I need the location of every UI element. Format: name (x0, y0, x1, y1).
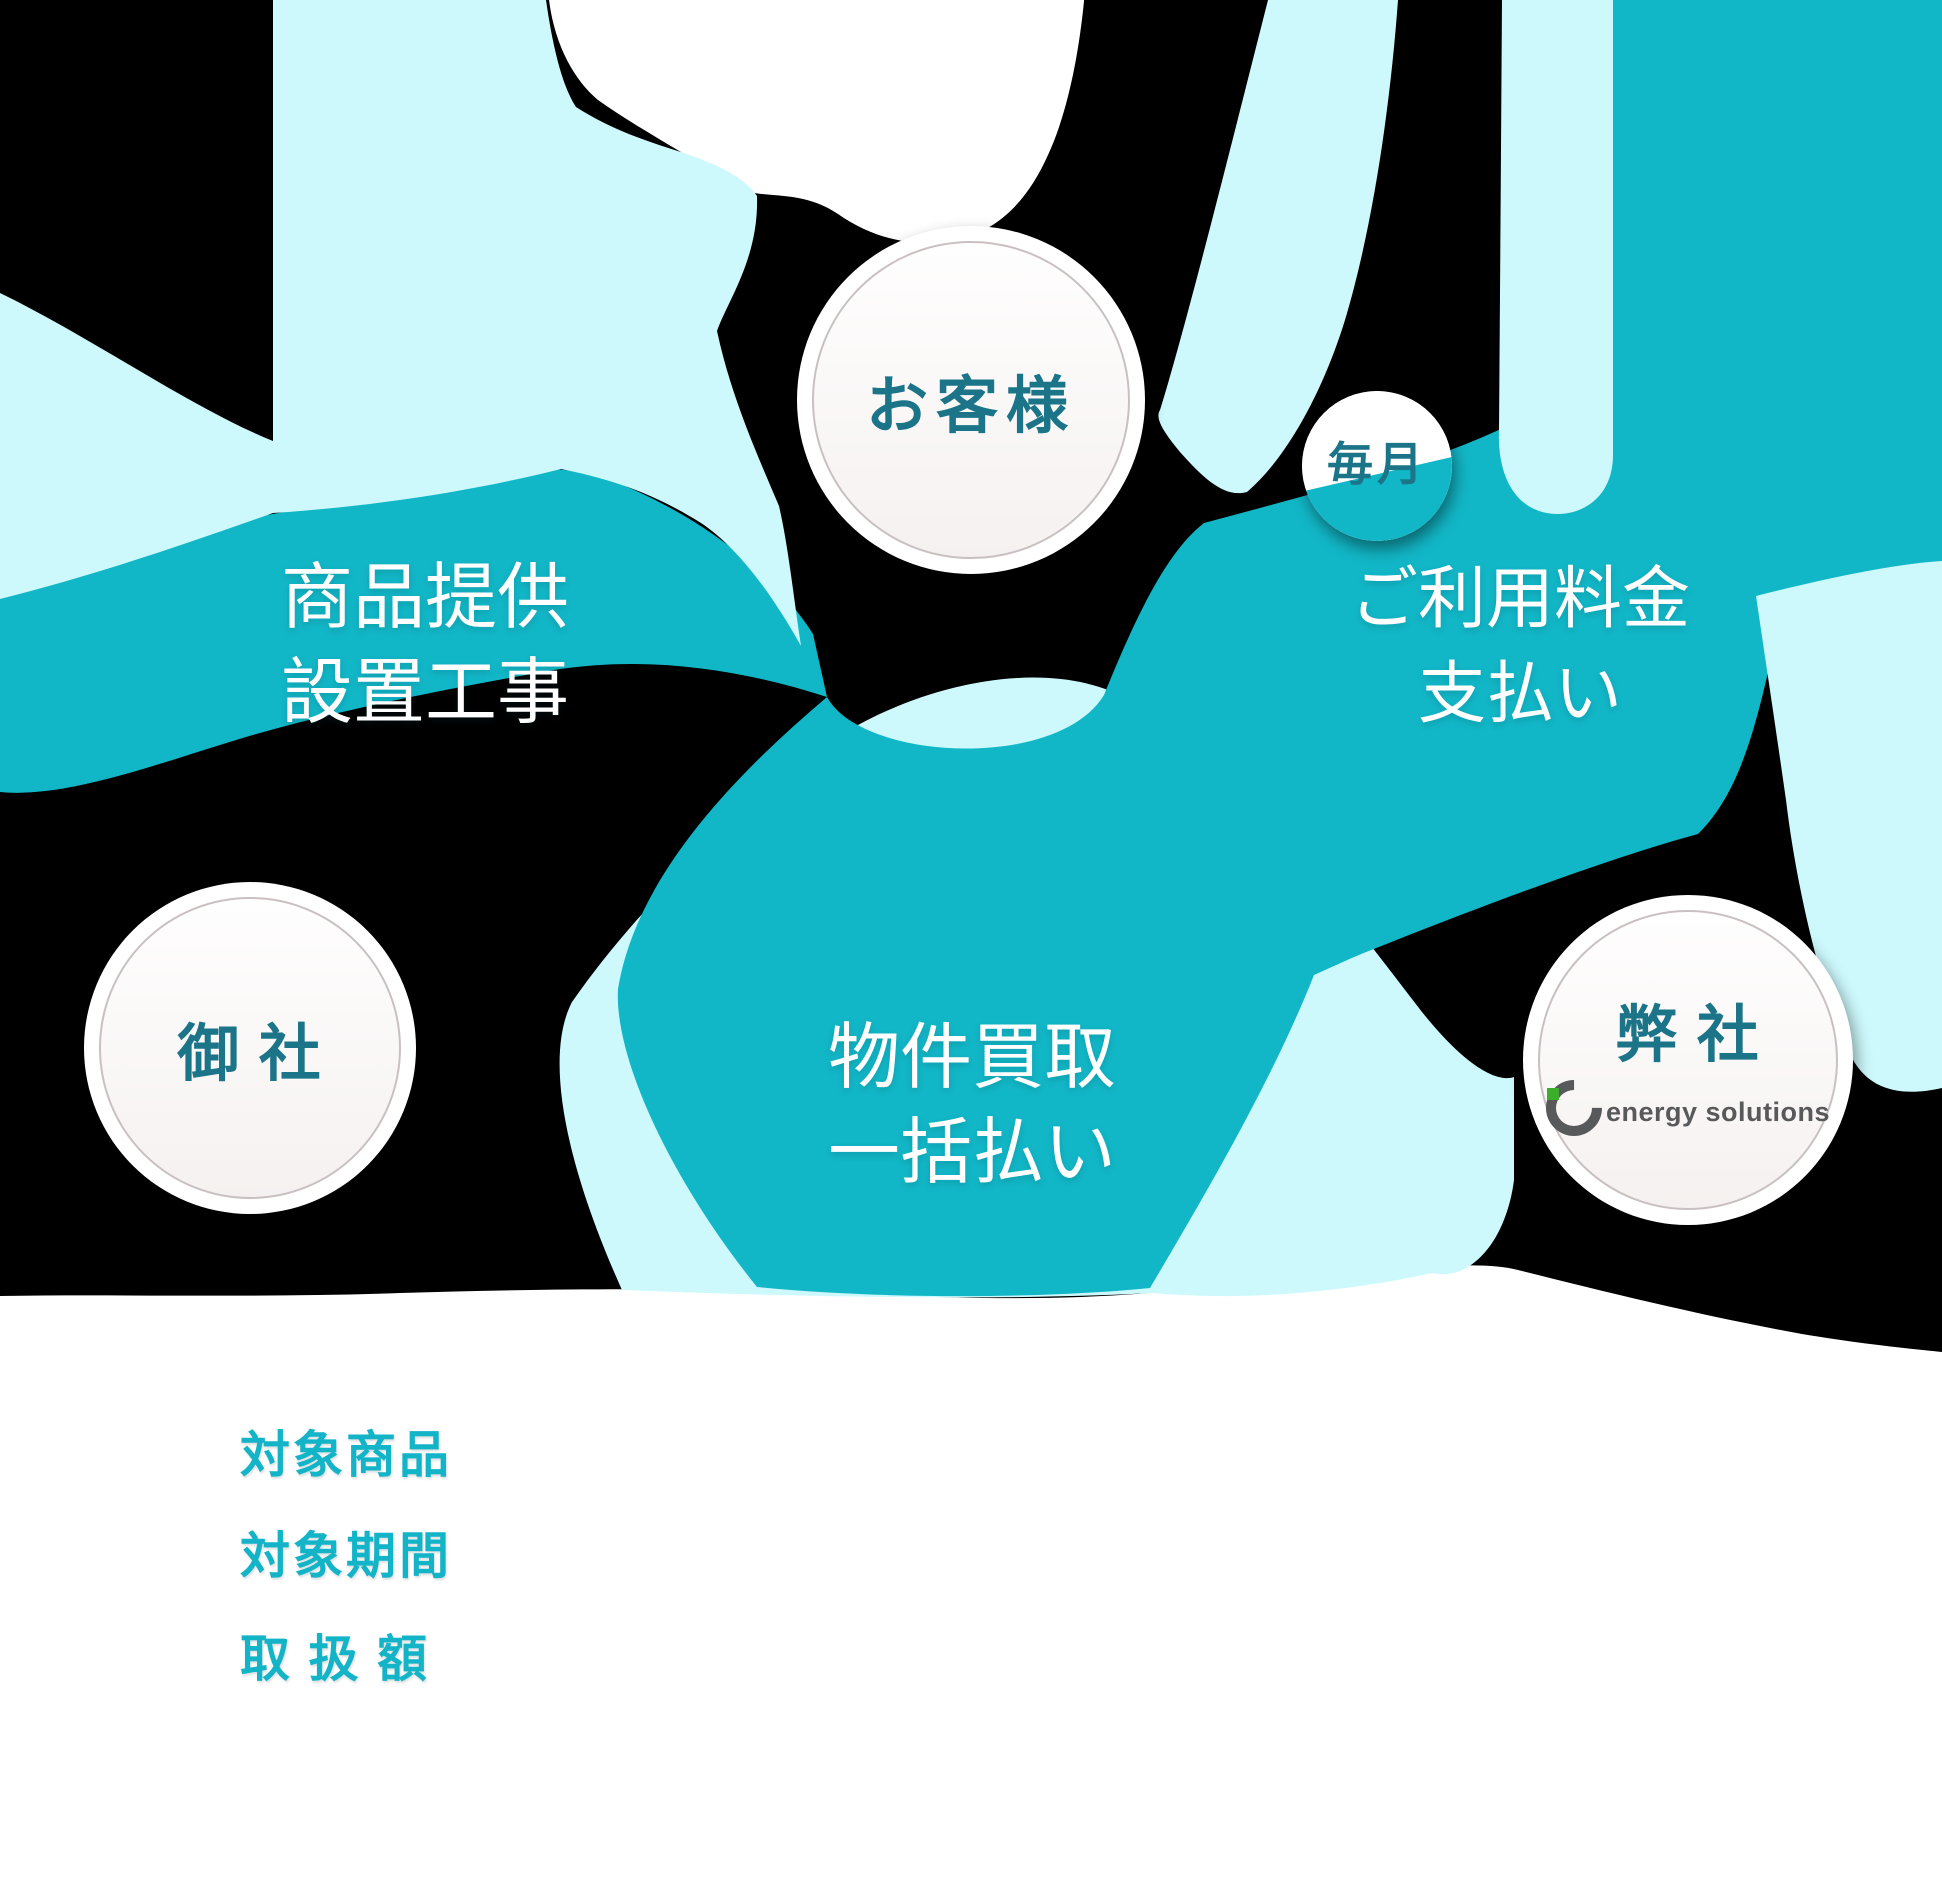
energy-solutions-logo: energy solutions (1534, 1068, 1831, 1148)
company-node-inner-ring: 弊 社 energy solutions (1534, 910, 1838, 1210)
client-node-inner-ring: 御 社 (99, 897, 401, 1199)
client-node-label: 御 社 (177, 1021, 323, 1089)
flow-label-purchase-line2: 一括払い (827, 1113, 1117, 1193)
flow-label-provide: 商品提供 設置工事 (281, 551, 569, 741)
teal-flow-arrows-shape (0, 0, 1942, 1297)
monthly-badge-label: 毎月 (1327, 439, 1427, 490)
flow-label-provide-line1: 商品提供 (280, 558, 570, 638)
energy-solutions-logo-text: energy solutions (1605, 1096, 1831, 1127)
footer-label-target-product: 対象商品 (240, 1427, 452, 1483)
flow-label-fee-line2: 支払い (1417, 656, 1623, 732)
cyan-top-center-band-shape (1158, 0, 1398, 494)
flow-label-provide-line2: 設置工事 (280, 653, 570, 733)
customer-node-inner-ring: お客様 (812, 241, 1130, 559)
white-top-blob (549, 0, 1085, 243)
cyan-topleft-band-shape (0, 0, 801, 646)
white-bottom-region (0, 1265, 1942, 1888)
footer-label-handling-amount: 取 扱 額 (240, 1631, 430, 1687)
company-node-label: 弊 社 (1615, 1002, 1761, 1070)
cyan-right-blob-shape (1756, 561, 1942, 1092)
energy-solutions-logo-icon (1534, 1068, 1614, 1148)
flow-label-fee-line1: ご利用料金 (1349, 561, 1691, 637)
customer-node-circle: お客様 (797, 226, 1145, 574)
flow-label-fee: ご利用料金 支払い (1350, 552, 1690, 742)
cyan-topright-band-shape (1498, 0, 1613, 514)
company-node-circle: 弊 社 energy solutions (1523, 895, 1853, 1225)
logo-green-dot-icon (1546, 1088, 1559, 1100)
monthly-badge-circle: 毎月 (1302, 391, 1452, 541)
footer-label-target-period: 対象期間 (240, 1528, 452, 1584)
flow-label-purchase: 物件買取 一括払い (828, 1011, 1116, 1201)
customer-node-label: お客様 (865, 373, 1076, 441)
logo-e-arc-icon (1534, 1068, 1614, 1148)
client-node-circle: 御 社 (84, 882, 416, 1214)
flow-label-purchase-line1: 物件買取 (827, 1018, 1117, 1098)
